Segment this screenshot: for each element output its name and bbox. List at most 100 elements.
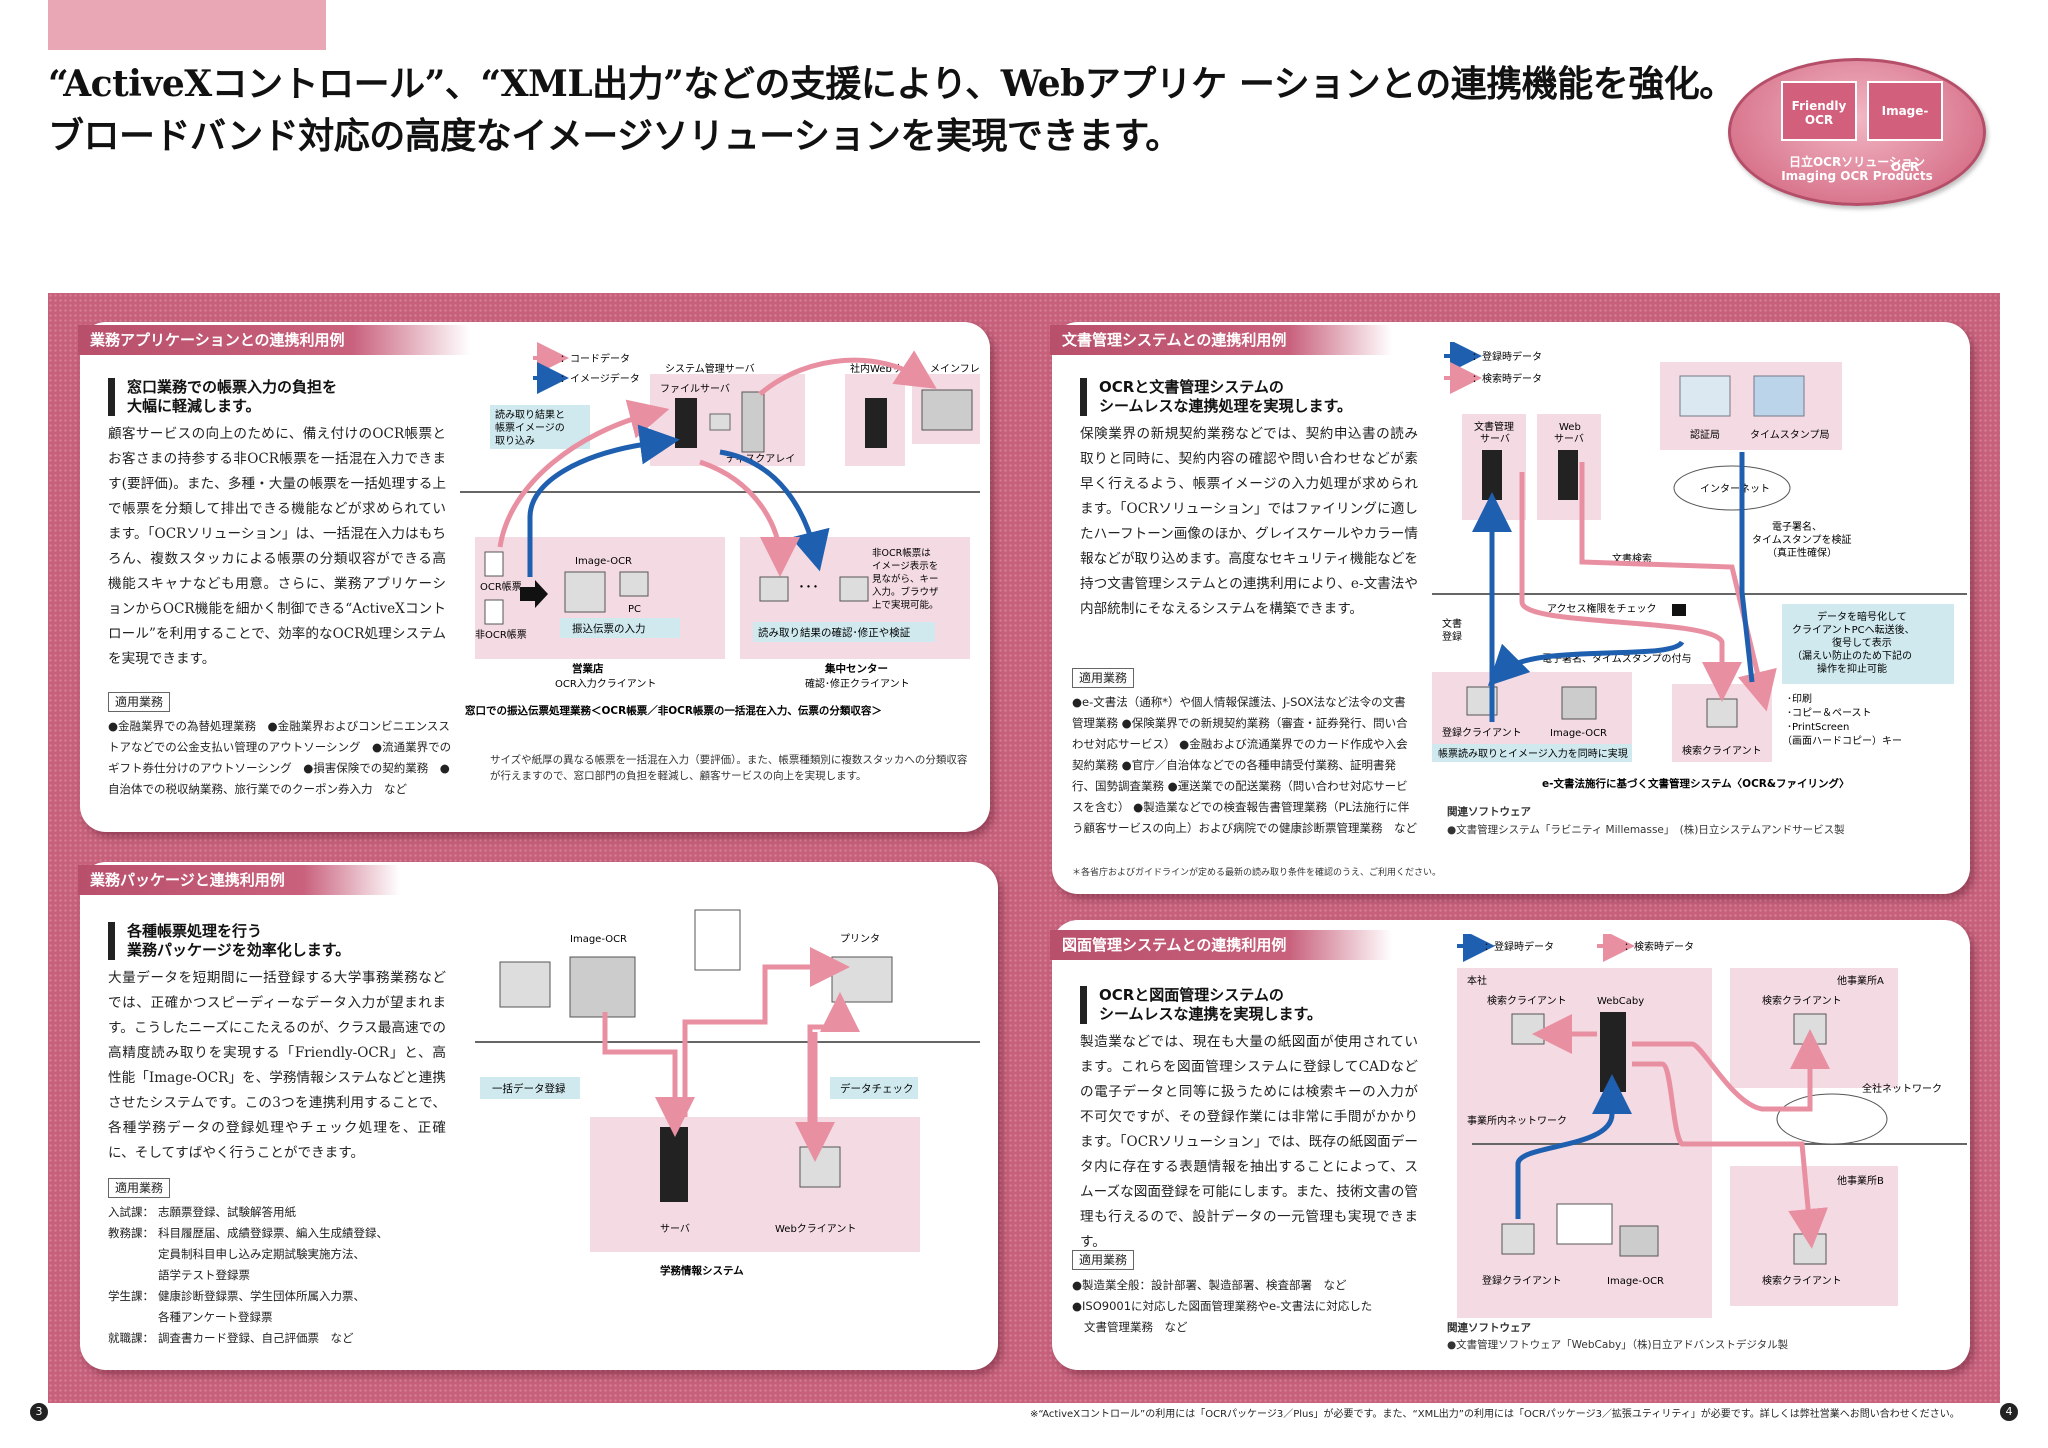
op-1: ･印刷 [1787, 693, 1812, 705]
apps-row-2: 教務課：科目履歴届、成績登録票、編入生成績登録、 [108, 1223, 453, 1244]
pc-label: PC [628, 604, 641, 615]
panel-body-text: 顧客サービスの向上のために、備え付けのOCR帳票とお客さまの持参する非OCR帳票… [108, 426, 446, 667]
panel-drawing-management: 図面管理システムとの連携利用例 OCRと図面管理システムの シームレスな連携を実… [1050, 920, 1970, 1370]
lead-line-2: シームレスな連携処理を実現します。 [1099, 397, 1353, 415]
docserver-icon [1482, 450, 1502, 500]
read-note-2: 帳票イメージの [495, 421, 565, 434]
panel-business-package: 業務パッケージと連携利用例 各種帳票処理を行う 業務パッケージを効率化します。 … [78, 862, 998, 1370]
op-4: （画面ハードコピー）キー [1782, 735, 1902, 747]
sig-note-2: タイムスタンプを検証 [1752, 533, 1852, 546]
diagram-caption: e-文書法施行に基づく文書管理システム〈OCR&ファイリング〉 [1542, 777, 1850, 790]
hq-searchclient-icon [1511, 1013, 1545, 1045]
flow-code-up [497, 399, 670, 548]
apps-line-1: ●製造業全般：設計部署、製造部署、検査部署 など [1072, 1278, 1347, 1292]
nonocr-note-3: 見ながら、キー [872, 573, 939, 585]
system-caption: 学務情報システム [660, 1264, 744, 1277]
sig-note-3: （真正性確保） [1767, 546, 1837, 559]
iocr-label: Image-OCR [1550, 728, 1607, 739]
enc-note-3: 復号して表示 [1832, 636, 1892, 649]
panel-title: 図面管理システムとの連携利用例 [1050, 930, 1392, 960]
lead-line-1: 窓口業務での帳票入力の負担を [127, 378, 338, 396]
check-box [830, 1077, 918, 1099]
searchclient-label: 検索クライアント [1682, 744, 1762, 757]
flow-code-down [699, 459, 800, 577]
read-note-box [490, 405, 590, 449]
flow-sig-return [1487, 640, 1685, 687]
flow-bulk [602, 1012, 695, 1137]
drawing-scanner-icon [1556, 1203, 1613, 1245]
panel-body-text: 大量データを短期間に一括登録する大学事務業務などでは、正確かつスピーディーなデー… [108, 970, 446, 1161]
nonocr-label: 非OCR帳票 [475, 628, 527, 641]
furikomi-label: 振込伝票の入力 [572, 622, 646, 635]
apps-row-6: 各種アンケート登録票 [108, 1307, 453, 1328]
apps-row-5: 学生課：健康診断登録票、学生団体所属入力票、 [108, 1286, 453, 1307]
confirm-box [753, 622, 935, 642]
panel-lead: 窓口業務での帳票入力の負担を 大幅に軽減します。 [108, 378, 337, 416]
lead-line-1: 各種帳票処理を行う [127, 922, 263, 940]
sig-note-1: 電子署名、 [1772, 520, 1822, 533]
read-note-3: 取り込み [495, 435, 535, 447]
logo-friendly-text: Friendly [1791, 99, 1847, 113]
printer-label: プリンタ [840, 933, 880, 945]
file-server-icon [675, 398, 697, 448]
pc-icon [619, 571, 649, 597]
apps-tag: 適用業務 [108, 692, 171, 712]
lan-label: 事業所内ネットワーク [1467, 1114, 1567, 1127]
mainframe-label: メインフレーム [930, 363, 980, 375]
logo-caption-en: Imaging OCR Products [1781, 169, 1933, 183]
iocr-icon [1619, 1225, 1659, 1257]
webserver-icon [1558, 450, 1578, 500]
webclient-label: Webクライアント [775, 1223, 856, 1235]
branch-sub-label: OCR入力クライアント [555, 677, 656, 690]
ts-label: タイムスタンプ局 [1750, 429, 1830, 441]
reg-label-1: 文書 [1442, 617, 1462, 630]
lead-line-1: OCRと文書管理システムの [1099, 378, 1284, 396]
legend-code: ：コードデータ [560, 352, 630, 365]
enc-note-2: クライアントPCへ転送後、 [1792, 623, 1915, 636]
bulk-box [480, 1077, 580, 1099]
form-sheet-icon [694, 909, 741, 971]
searchclient-pc-icon [1706, 698, 1738, 728]
legend-image: ：イメージデータ [560, 372, 640, 385]
panel-title: 文書管理システムとの連携利用例 [1050, 325, 1392, 355]
center-pc-2 [839, 576, 869, 602]
pc-icon [499, 961, 551, 1008]
simul-label: 帳票読み取りとイメージ入力を同時に実現 [1438, 747, 1628, 760]
academic-system-area [590, 1117, 920, 1252]
monitor-icon [709, 413, 731, 431]
server-label: サーバ [660, 1223, 690, 1235]
center-label: 集中センター [824, 662, 888, 675]
ca-label: 認証局 [1690, 428, 1720, 441]
ts-building-icon [1753, 375, 1805, 417]
enc-note-5: 操作を抑止可能 [1817, 662, 1887, 675]
branchB-searchclient-label: 検索クライアント [1762, 1274, 1842, 1287]
center-pc-1 [759, 576, 789, 602]
related-label: 関連ソフトウェア [1447, 806, 1531, 818]
flow-search [1519, 472, 1742, 702]
apps-value: 各種アンケート登録票 [158, 1310, 273, 1324]
docserver-label: 文書管理 [1474, 420, 1514, 433]
flow-image-up [527, 424, 680, 577]
panel-lead: OCRと文書管理システムの シームレスな連携処理を実現します。 [1080, 378, 1352, 416]
related-label: 関連ソフトウェア [1447, 1322, 1531, 1334]
diagram-package: Image-OCR プリンタ 一括データ登録 データチェック サーバ Webクラ… [475, 909, 980, 1277]
iocr-label: Image-OCR [570, 934, 627, 945]
ellipsis-icon: ･･･ [798, 580, 819, 596]
nonocr-note-5: 上で実現可能。 [872, 599, 939, 611]
flow-reg [1515, 1074, 1632, 1219]
panel-title: 業務アプリケーションとの連携利用例 [78, 325, 470, 355]
nonocr-note-2: イメージ表示を [872, 560, 938, 572]
printer-icon [831, 956, 893, 1003]
disk-array-icon [741, 391, 765, 453]
scanner-icon [569, 956, 636, 1018]
apps-value: 科目履歴届、成績登録票、編入生成績登録、 [158, 1226, 388, 1240]
ocr-form-label: OCR帳票 [480, 580, 522, 593]
branchA-searchclient-icon [1793, 1013, 1827, 1045]
iocr-scanner-icon [1561, 686, 1597, 720]
branchB-label: 他事業所B [1837, 1174, 1884, 1187]
server-icon [660, 1127, 688, 1202]
panel-document-management: 文書管理システムとの連携利用例 OCRと文書管理システムの シームレスな連携処理… [1050, 322, 1970, 894]
mainframe-icon [921, 389, 973, 431]
related-item: ●文書管理ソフトウェア「WebCaby」（株)日立アドバンストデジタル製 [1447, 1339, 1789, 1351]
